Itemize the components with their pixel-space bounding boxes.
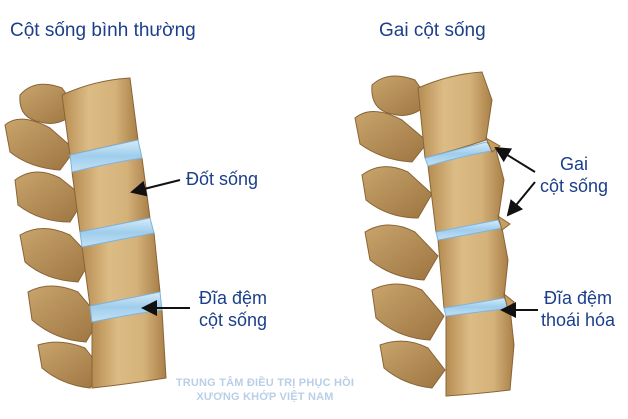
watermark: TRUNG TÂM ĐIỀU TRỊ PHỤC HỒI XƯƠNG KHỚP V… [170, 376, 360, 404]
spur-label-line2: cột sống [539, 176, 609, 196]
watermark-line2: XƯƠNG KHỚP VIỆT NAM [196, 391, 334, 403]
degen-label-line1: Đĩa đệm [543, 288, 613, 308]
disc-label-line1: Đĩa đệm [198, 288, 268, 308]
arrow-spur-2 [506, 181, 536, 217]
normal-spine-title: Cột sống bình thường [10, 20, 196, 41]
degen-disc-label: Đĩa đệm thoái hóa [536, 287, 620, 331]
spur-spine-title: Gai cột sống [379, 20, 486, 41]
spur-label: Gai cột sống [538, 153, 610, 197]
watermark-line1: TRUNG TÂM ĐIỀU TRỊ PHỤC HỒI [175, 377, 355, 389]
vertebra-label: Đốt sống [186, 169, 259, 189]
degenerated-spine [354, 71, 515, 397]
spur-label-line1: Gai [559, 154, 588, 174]
normal-spine [4, 77, 167, 389]
arrow-vertebra [130, 179, 181, 197]
disc-label-line2: cột sống [198, 310, 268, 330]
degen-label-line2: thoái hóa [540, 310, 616, 330]
disc-label: Đĩa đệm cột sống [192, 287, 274, 331]
arrow-spur-1 [494, 146, 536, 173]
